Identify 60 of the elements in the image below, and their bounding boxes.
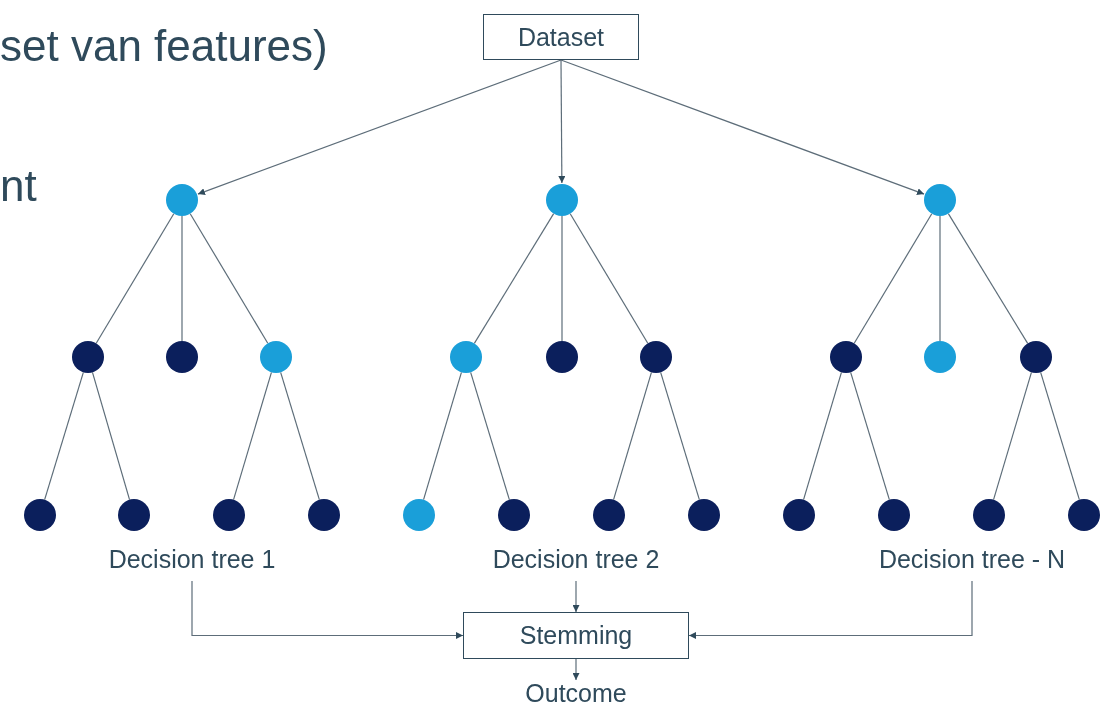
slide-text: set van features) bbox=[0, 24, 328, 68]
tree-node-circle bbox=[783, 499, 815, 531]
branch-line bbox=[91, 371, 131, 501]
tree-node-circle bbox=[593, 499, 625, 531]
branch-line bbox=[660, 371, 700, 501]
tree-node-circle bbox=[24, 499, 56, 531]
arrow bbox=[572, 580, 580, 613]
branch-line bbox=[280, 371, 320, 501]
arrow bbox=[191, 580, 464, 639]
branch-line bbox=[422, 371, 463, 501]
branch-line bbox=[947, 213, 1029, 344]
tree-node-circle bbox=[260, 341, 292, 373]
tree-caption: Decision tree - N bbox=[852, 547, 1092, 572]
tree-node-circle bbox=[878, 499, 910, 531]
branch-line bbox=[612, 371, 653, 501]
tree-node-circle bbox=[1068, 499, 1100, 531]
tree-node-circle bbox=[830, 341, 862, 373]
branch-line bbox=[561, 215, 563, 342]
tree-node-circle bbox=[498, 499, 530, 531]
tree-node-circle bbox=[924, 184, 956, 216]
tree-node-circle bbox=[688, 499, 720, 531]
tree-node-circle bbox=[546, 341, 578, 373]
branch-line bbox=[939, 215, 941, 342]
tree-node-circle bbox=[640, 341, 672, 373]
arrow bbox=[558, 59, 566, 184]
tree-node-circle bbox=[546, 184, 578, 216]
tree-node-circle bbox=[450, 341, 482, 373]
tree-caption: Outcome bbox=[456, 681, 696, 706]
tree-node-circle bbox=[1020, 341, 1052, 373]
branch-line bbox=[569, 213, 649, 344]
process-box: Dataset bbox=[483, 14, 639, 60]
branch-line bbox=[189, 213, 269, 344]
branch-line bbox=[992, 371, 1033, 501]
tree-node-circle bbox=[72, 341, 104, 373]
branch-line bbox=[95, 213, 175, 344]
tree-node-circle bbox=[924, 341, 956, 373]
tree-node-circle bbox=[166, 341, 198, 373]
branch-line bbox=[850, 371, 890, 501]
arrow bbox=[560, 59, 925, 195]
tree-caption: Decision tree 2 bbox=[456, 547, 696, 572]
process-box: Stemming bbox=[463, 612, 689, 659]
branch-line bbox=[181, 215, 183, 342]
slide-text: nt bbox=[0, 164, 37, 208]
branch-line bbox=[1040, 371, 1080, 501]
branch-line bbox=[853, 213, 933, 344]
tree-node-circle bbox=[118, 499, 150, 531]
branch-line bbox=[232, 371, 273, 501]
tree-node-circle bbox=[403, 499, 435, 531]
tree-node-circle bbox=[213, 499, 245, 531]
arrow bbox=[197, 59, 562, 195]
arrow bbox=[688, 580, 973, 639]
branch-line bbox=[44, 371, 84, 501]
tree-caption: Decision tree 1 bbox=[72, 547, 312, 572]
tree-node-circle bbox=[973, 499, 1005, 531]
branch-line bbox=[802, 371, 843, 501]
branch-line bbox=[473, 213, 555, 344]
branch-line bbox=[470, 371, 510, 501]
tree-node-circle bbox=[166, 184, 198, 216]
arrow bbox=[572, 658, 580, 681]
tree-node-circle bbox=[308, 499, 340, 531]
